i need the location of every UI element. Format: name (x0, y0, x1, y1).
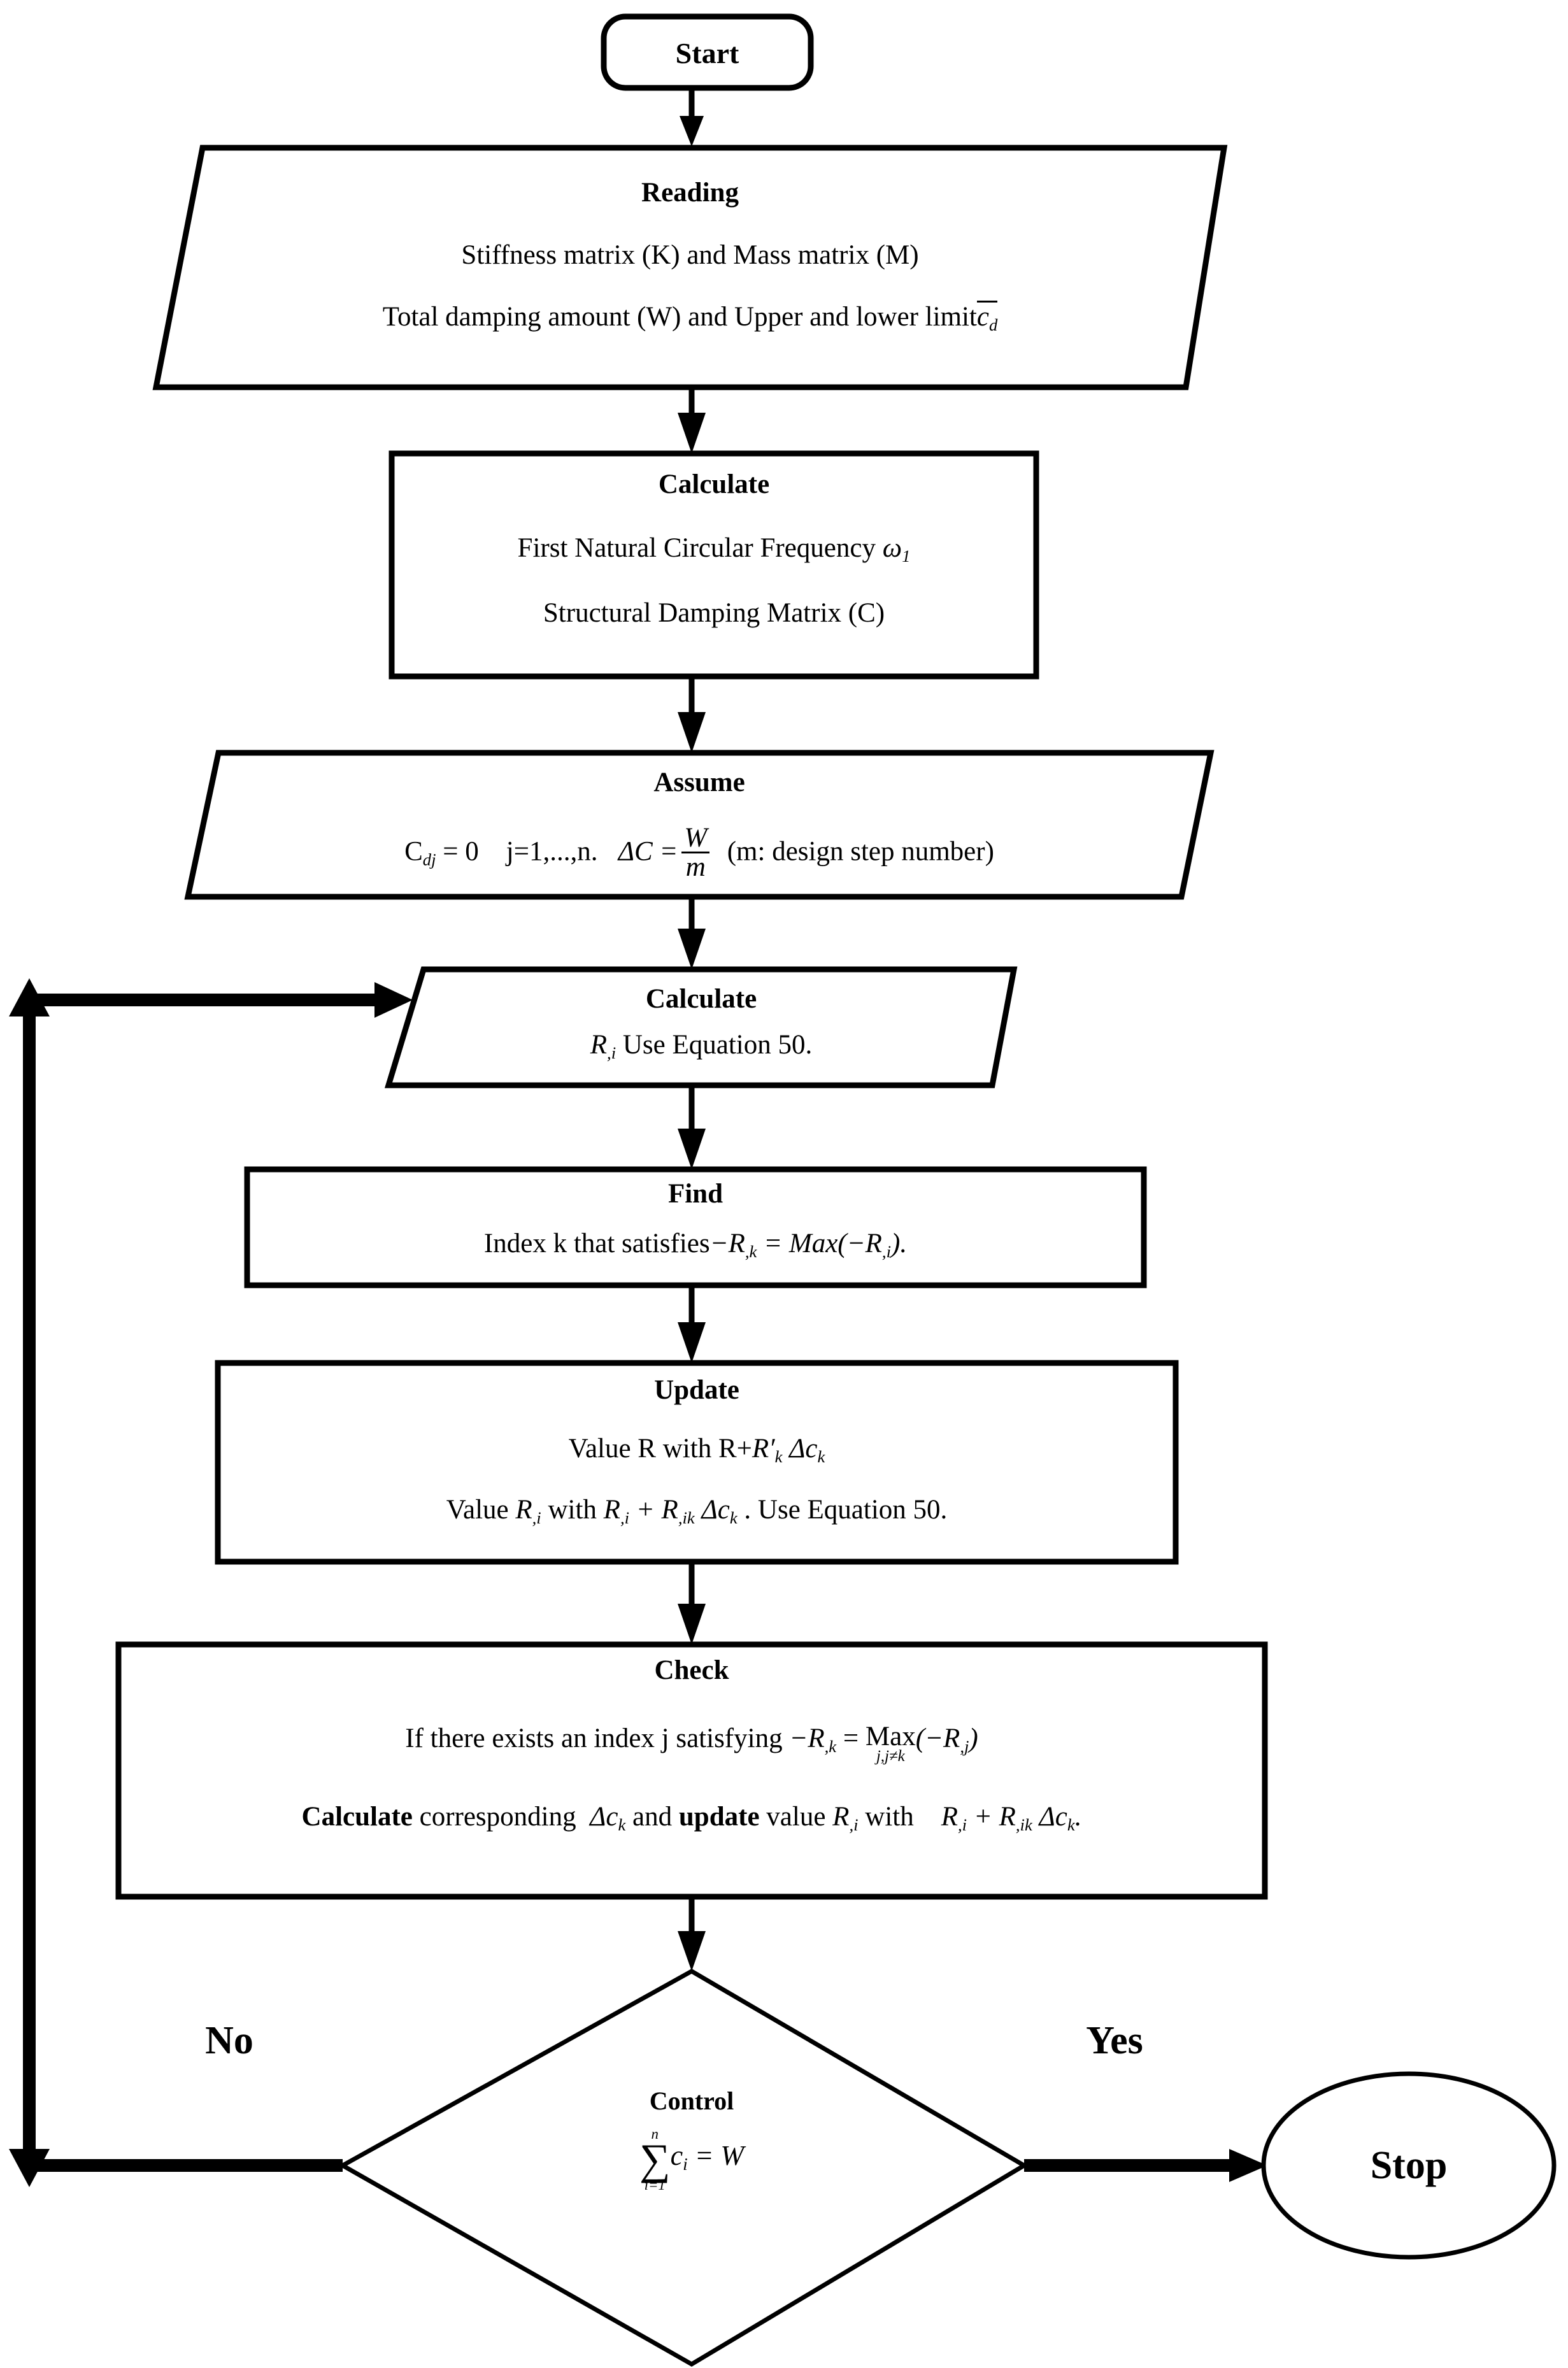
cdj-base: C (404, 836, 423, 867)
arrowhead-update-to-check (678, 1604, 706, 1644)
r-symbol: R (590, 1030, 608, 1060)
calculate-r-line-1: R,i Use Equation 50. (388, 1031, 1014, 1062)
check-line-2: Calculate corresponding Δck and update v… (301, 1802, 1082, 1834)
arrowhead-check-to-control (678, 1931, 706, 1971)
calculate-title: Calculate (658, 469, 770, 499)
reading-node-shape[interactable] (152, 145, 1228, 390)
cd-subscript: d (988, 315, 998, 334)
arrowhead-calculate-to-assume (678, 712, 706, 753)
check-line-1: If there exists an index j satisfying −R… (405, 1722, 978, 1765)
check-node-shape[interactable] (115, 1641, 1268, 1900)
stop-label: Stop (1370, 2144, 1448, 2187)
update-node-shape[interactable] (215, 1360, 1179, 1565)
reading-line-2: Total damping amount (W) and Upper and l… (156, 301, 1224, 334)
calculate-r-title: Calculate (645, 984, 757, 1014)
reading-line-1: Stiffness matrix (K) and Mass matrix (M) (461, 240, 919, 270)
control-decision-shape[interactable] (338, 1968, 1029, 2367)
reading-line-2-text: Total damping amount (W) and Upper and l… (382, 302, 977, 332)
assume-j-range: j=1,...,n. (506, 836, 598, 867)
calculate-r-rest: Use Equation 50. (616, 1030, 813, 1060)
sum-body: ci (670, 2139, 688, 2174)
arrowhead-assume-to-calculate-r (678, 929, 706, 969)
update-rk-term: R′k Δck (752, 1434, 825, 1466)
find-equation: −R,k = Max(−R,i). (709, 1229, 908, 1261)
edge-label-yes: Yes (1086, 2019, 1143, 2062)
fraction-denominator: m (685, 852, 706, 882)
assume-m-note: (m: design step number) (727, 836, 994, 867)
cdj-rest: = 0 (436, 836, 479, 867)
stop-node-shape[interactable] (1261, 2071, 1557, 2260)
calculate-node-shape[interactable] (388, 450, 1039, 680)
arrowhead-no-loop-corner-up (9, 978, 50, 1016)
sum-rhs: = W (694, 2139, 745, 2171)
assume-node-shape[interactable] (184, 750, 1215, 900)
cd-overbar-symbol: cd (976, 301, 998, 334)
find-line-1: Index k that satisfies−R,k = Max(−R,i). (247, 1229, 1144, 1260)
arrowhead-no-loop-to-calculate-r (374, 982, 413, 1018)
omega-symbol: ω (882, 533, 902, 563)
assume-title: Assume (653, 767, 745, 797)
reading-title: Reading (641, 178, 739, 208)
arrowhead-no-loop-corner-down (9, 2149, 50, 2187)
control-title: Control (649, 2086, 734, 2115)
arrowhead-find-to-update (678, 1322, 706, 1363)
update-title: Update (654, 1375, 739, 1405)
update-line-2: Value R,i with R,i + R,ik Δck . Use Equa… (446, 1495, 948, 1527)
sigma-glyph: ∑ (639, 2134, 671, 2183)
sum-lower-limit: i=1 (644, 2176, 666, 2193)
arrowhead-yes-to-stop (1229, 2149, 1267, 2182)
edge-label-no: No (205, 2019, 253, 2062)
find-node-shape[interactable] (244, 1166, 1147, 1288)
arrowhead-calculate-r-to-find (678, 1129, 706, 1169)
cdj-subscript: dj (422, 850, 436, 869)
r-subscript: ,i (607, 1043, 617, 1062)
fraction-numerator: W (681, 824, 710, 853)
start-node-shape[interactable] (601, 13, 814, 91)
find-line-1-text: Index k that satisfies (483, 1229, 710, 1259)
calculate-line-1: First Natural Circular Frequency ω1 (392, 534, 1036, 565)
calculate-line-2: Structural Damping Matrix (C) (543, 598, 885, 628)
arrowhead-reading-to-calculate (678, 413, 706, 453)
check-title: Check (654, 1655, 729, 1685)
calculate-line-1-text: First Natural Circular Frequency (517, 533, 883, 563)
omega-subscript: 1 (902, 546, 911, 566)
summation-operator: n∑i=1 (639, 2127, 671, 2192)
start-label: Start (675, 37, 739, 69)
calculate-r-node-shape[interactable] (384, 966, 1018, 1088)
arrowhead-start-to-reading (680, 116, 704, 146)
update-line-1: Value R with R+R′k Δck (568, 1434, 825, 1466)
find-title: Find (667, 1179, 723, 1209)
delta-c-lhs: ΔC = (618, 836, 678, 867)
sum-upper-limit: n (651, 2126, 659, 2143)
cd-base: c (976, 302, 989, 332)
